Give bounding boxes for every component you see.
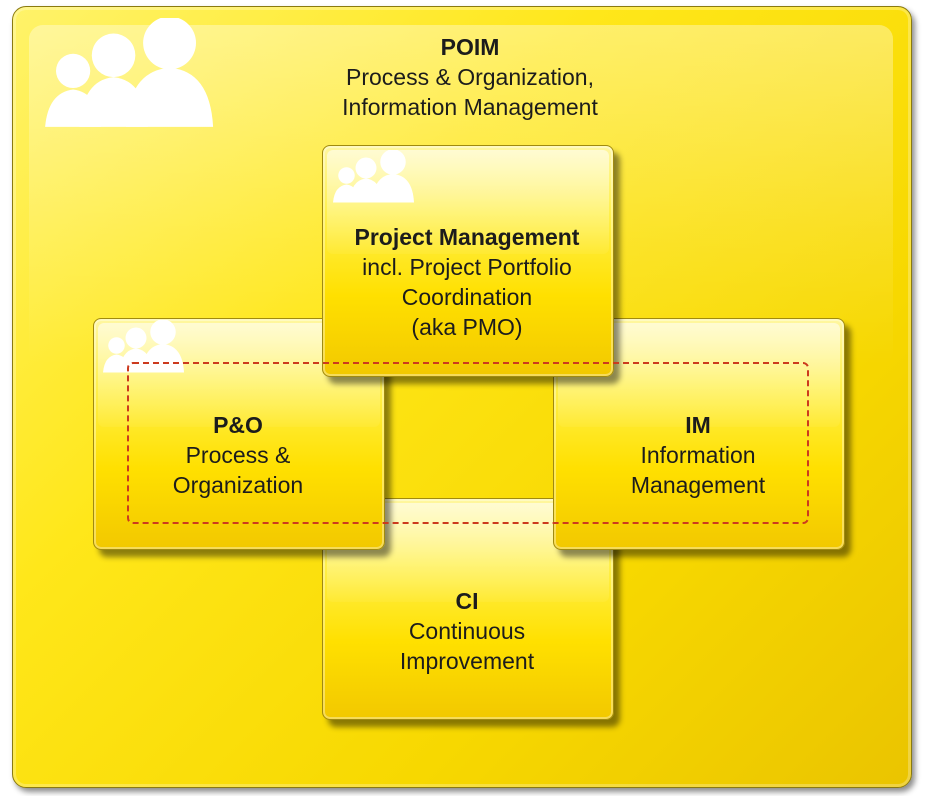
ci-line2: Improvement	[399, 648, 535, 674]
pm-line1: incl. Project Portfolio	[362, 254, 572, 280]
poim-abbr: POIM	[440, 34, 500, 60]
po-text: P&O Process & Organization	[93, 410, 383, 500]
im-line2: Management	[630, 472, 766, 498]
ci-line1: Continuous	[408, 618, 526, 644]
pm-title: Project Management	[354, 224, 580, 250]
im-title: IM	[685, 412, 711, 438]
pm-line3: (aka PMO)	[411, 314, 523, 340]
poim-line2: Information Management	[342, 94, 598, 120]
po-im-grouping-dashed-frame	[127, 362, 809, 524]
poim-title: POIM Process & Organization, Information…	[280, 32, 660, 122]
people-group-icon	[45, 18, 214, 127]
po-line1: Process &	[185, 442, 291, 468]
pm-line2: Coordination	[401, 284, 533, 310]
im-text: IM Information Management	[553, 410, 843, 500]
pm-text: Project Management incl. Project Portfol…	[322, 222, 612, 342]
ci-title: CI	[455, 588, 479, 614]
poim-line1: Process & Organization,	[345, 64, 594, 90]
po-title: P&O	[213, 412, 263, 438]
people-group-icon	[333, 150, 414, 203]
im-line1: Information	[640, 442, 756, 468]
ci-text: CI Continuous Improvement	[322, 586, 612, 676]
po-line2: Organization	[172, 472, 304, 498]
